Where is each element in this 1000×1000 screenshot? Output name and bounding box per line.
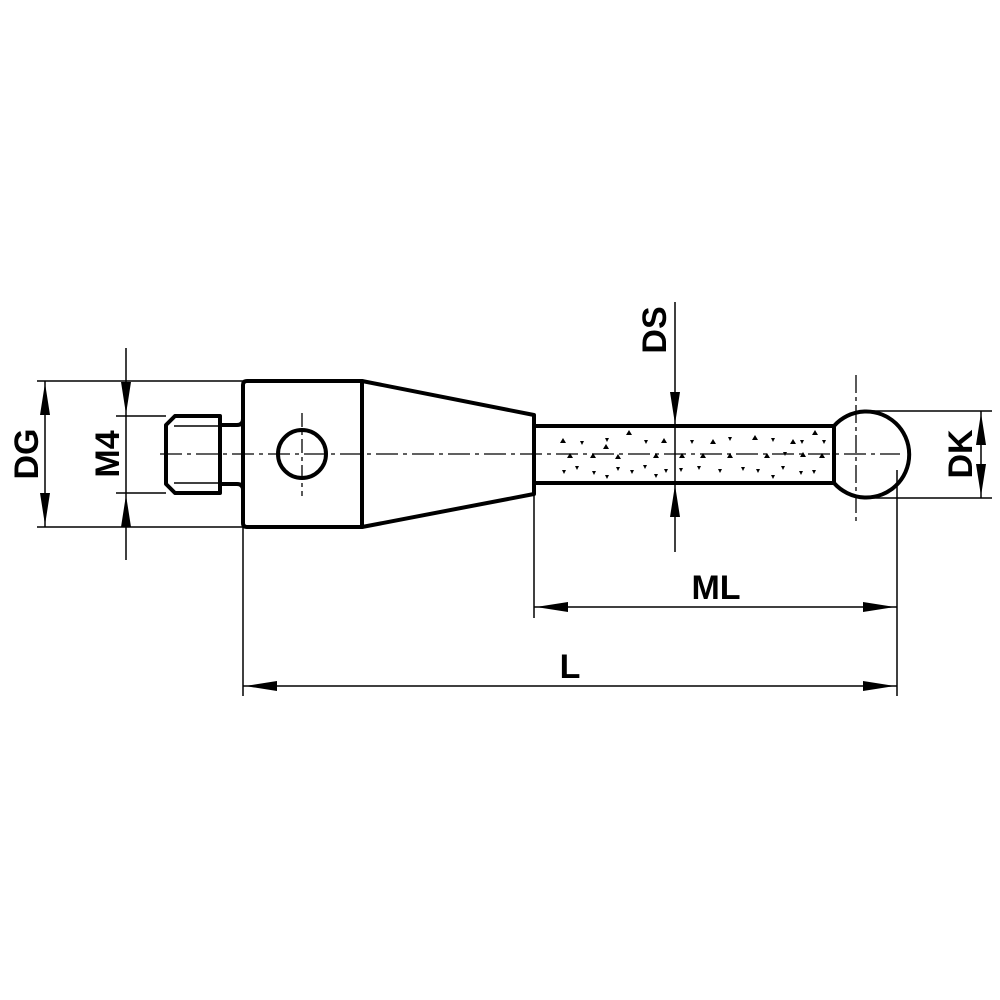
dimension-ml: ML	[534, 569, 897, 612]
m4-label: M4	[89, 430, 127, 477]
dimension-dk: DK	[942, 411, 986, 498]
dk-label: DK	[942, 429, 980, 479]
dimension-dg: DG	[8, 381, 50, 527]
ml-label: ML	[691, 569, 740, 607]
l-label: L	[560, 648, 581, 686]
dimension-l: L	[243, 648, 897, 691]
dimension-m4: M4	[89, 348, 131, 560]
thread	[164, 414, 222, 495]
stem-texture	[560, 430, 826, 479]
ds-label: DS	[636, 306, 674, 353]
ball-tip	[832, 409, 912, 500]
body-block	[241, 379, 364, 529]
dg-label: DG	[8, 429, 46, 480]
dimension-ds: DS	[636, 302, 680, 552]
extension-lines	[37, 380, 992, 696]
